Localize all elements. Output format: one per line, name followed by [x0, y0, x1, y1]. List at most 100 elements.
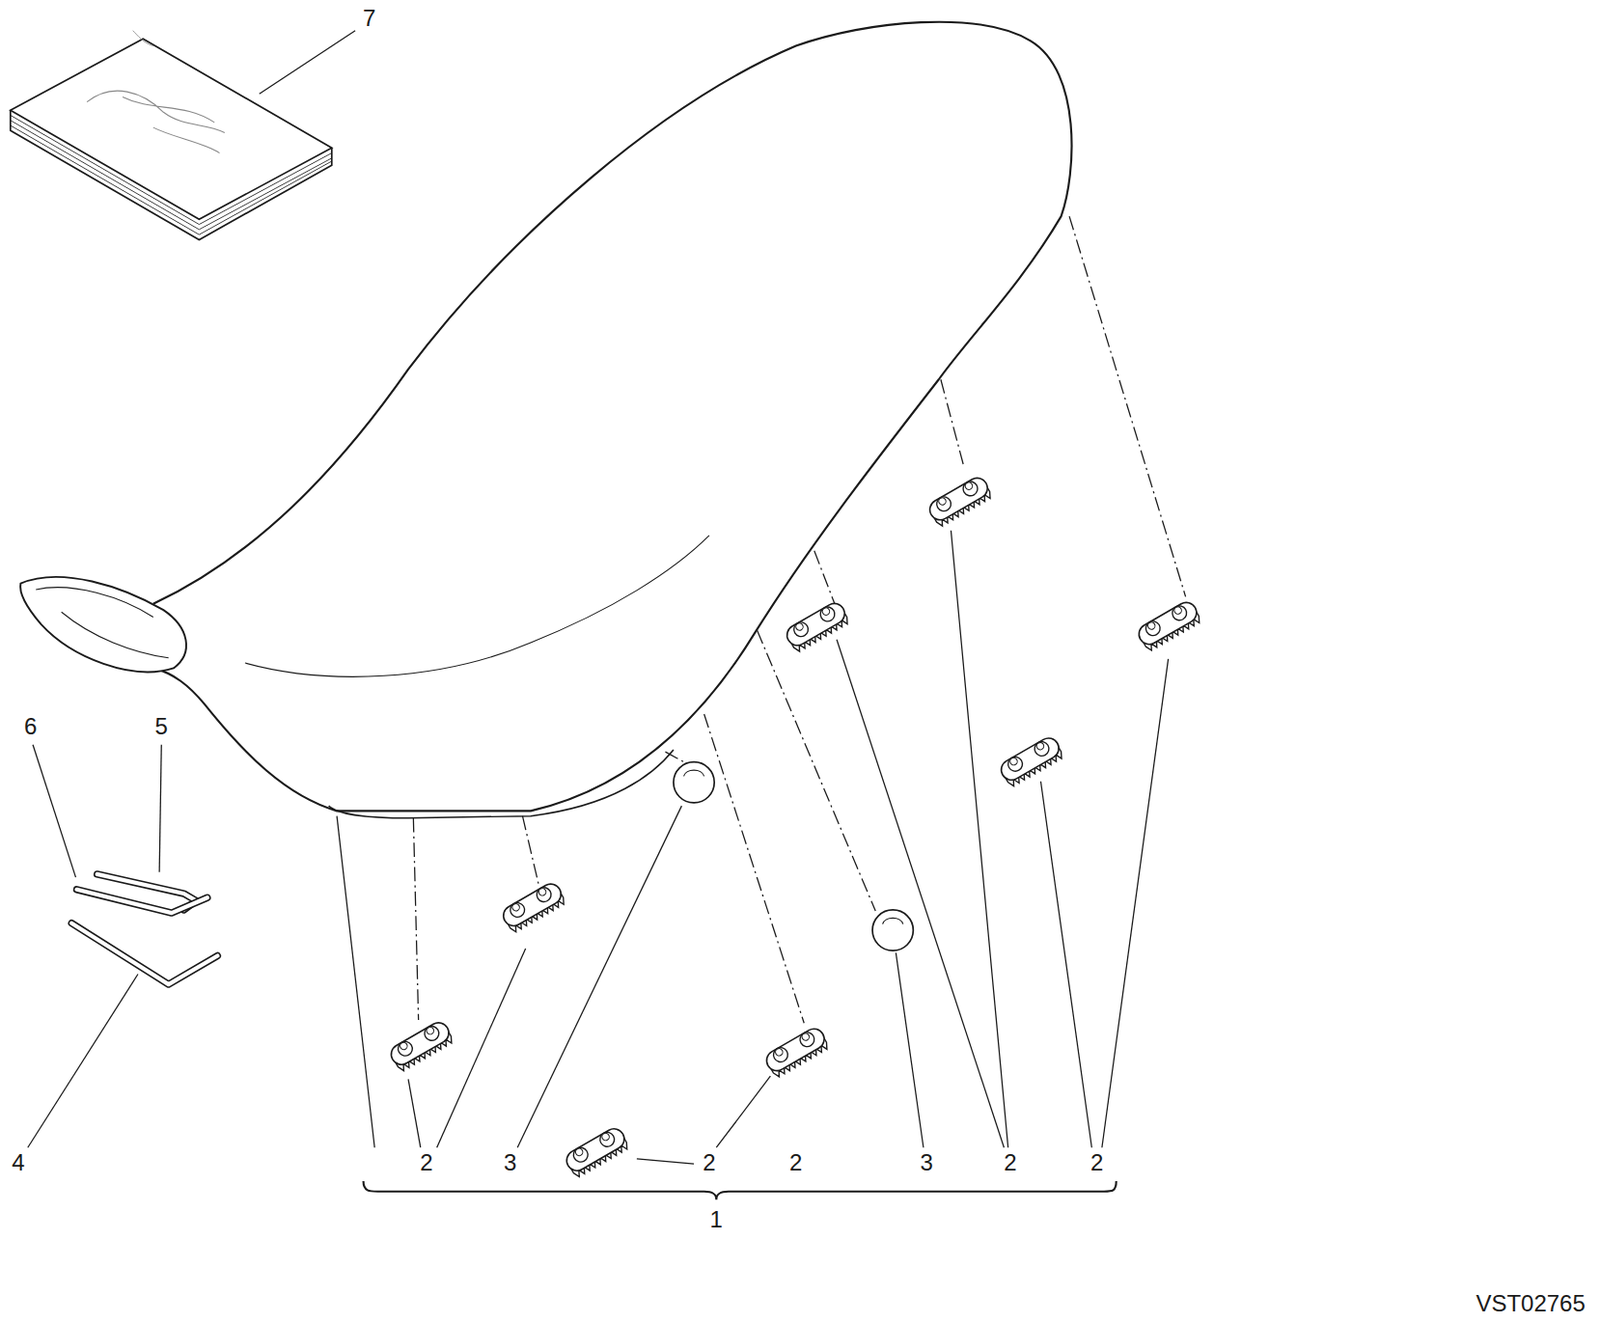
drawing-code: VST02765 [1473, 1291, 1587, 1317]
leader-line [32, 744, 76, 878]
stud-head [425, 1025, 436, 1036]
rubber-pad [387, 1019, 456, 1074]
pad-stud [797, 1029, 817, 1049]
rubber-pad [926, 474, 994, 529]
manual-edge [10, 110, 332, 240]
round-bumper [872, 910, 913, 951]
leader-line [636, 1158, 694, 1164]
assembly-line [1069, 216, 1187, 597]
leader-line [1102, 659, 1169, 1148]
leader-line [895, 952, 924, 1148]
callout-number: 3 [501, 1150, 519, 1176]
rubber-pad [1134, 598, 1203, 653]
stud-head [964, 481, 974, 492]
rubber-pad [499, 880, 568, 935]
stud-head [1008, 756, 1019, 767]
callout-number: 6 [22, 714, 39, 740]
assembly-line [413, 818, 418, 1021]
pad-body [387, 1019, 453, 1069]
pad-body [763, 1024, 828, 1075]
pad-stud [960, 478, 980, 498]
seat-base-edge [329, 749, 674, 819]
stud-head [937, 496, 947, 506]
allen-key-medium-inner [77, 889, 208, 913]
pad-stud [771, 1045, 791, 1065]
pad-body [1134, 598, 1200, 648]
leader-line [517, 805, 682, 1148]
seat-nose-detail [35, 587, 168, 659]
pad-body [783, 600, 849, 650]
manual-artwork [86, 90, 225, 153]
assembly-line [940, 379, 964, 465]
pad-body [562, 1125, 628, 1175]
stud-head [794, 621, 804, 632]
pad-body [926, 474, 992, 525]
leader-line [437, 948, 526, 1148]
pad-body [997, 734, 1063, 784]
leader-line [716, 1075, 771, 1148]
pad-stud [1005, 754, 1025, 774]
seat-nose [20, 577, 187, 672]
allen-key-medium [77, 889, 208, 913]
stud-head [511, 902, 522, 912]
assembly-line [522, 816, 539, 886]
stud-head [800, 1031, 811, 1042]
callout-number: 7 [360, 5, 378, 31]
assembly-line [814, 551, 835, 605]
stud-head [601, 1131, 611, 1142]
round-bumper [673, 762, 715, 803]
callout-number: 5 [152, 714, 169, 740]
bumper-top [882, 917, 904, 924]
stud-head [574, 1147, 584, 1158]
callout-number: 2 [787, 1150, 804, 1176]
stud-head [773, 1047, 784, 1057]
pad-stud [934, 494, 954, 514]
seat-seam [245, 535, 710, 677]
leader-line [159, 744, 162, 873]
pad-stud [817, 604, 837, 624]
pad-stud [507, 900, 527, 920]
callout-number: 4 [9, 1150, 27, 1176]
callout-number: 3 [917, 1150, 935, 1176]
pad-stud [1031, 739, 1051, 759]
leader-line [336, 816, 375, 1149]
assembly-line [757, 630, 877, 911]
stud-head [821, 606, 831, 617]
bumper-body [673, 762, 715, 803]
pad-stud [534, 884, 554, 905]
rubber-pad [763, 1024, 831, 1079]
allen-key-large [71, 923, 218, 985]
callout-number: 2 [1088, 1150, 1105, 1176]
callout-number: 1 [708, 1207, 725, 1233]
pad-stud [421, 1023, 442, 1044]
callout-number: 2 [1001, 1150, 1019, 1176]
rubber-pad [997, 734, 1066, 789]
rubber-pad [562, 1125, 631, 1180]
leader-line [27, 974, 138, 1149]
callout-number: 2 [417, 1150, 435, 1176]
leader-line [1040, 781, 1092, 1148]
leader-line [408, 1078, 421, 1148]
pad-stud [1143, 618, 1163, 638]
pad-body [499, 880, 565, 930]
bumper-top [683, 770, 704, 776]
leader-line [836, 639, 1004, 1148]
pad-stud [395, 1039, 415, 1059]
callout-number: 2 [700, 1150, 718, 1176]
leader-line [259, 30, 356, 95]
assembly-line [664, 751, 686, 764]
stud-head [398, 1041, 409, 1051]
stud-head [1173, 606, 1184, 616]
stud-head [1146, 620, 1157, 631]
stud-head [1035, 741, 1046, 751]
manual-logo [133, 30, 154, 47]
assembly-line [704, 714, 805, 1023]
leader-line [950, 530, 1008, 1149]
rubber-pad [783, 600, 852, 655]
pad-stud [1169, 603, 1189, 623]
allen-key-large-inner [71, 923, 218, 985]
pad-stud [791, 619, 811, 639]
seat-outline [153, 22, 1073, 812]
